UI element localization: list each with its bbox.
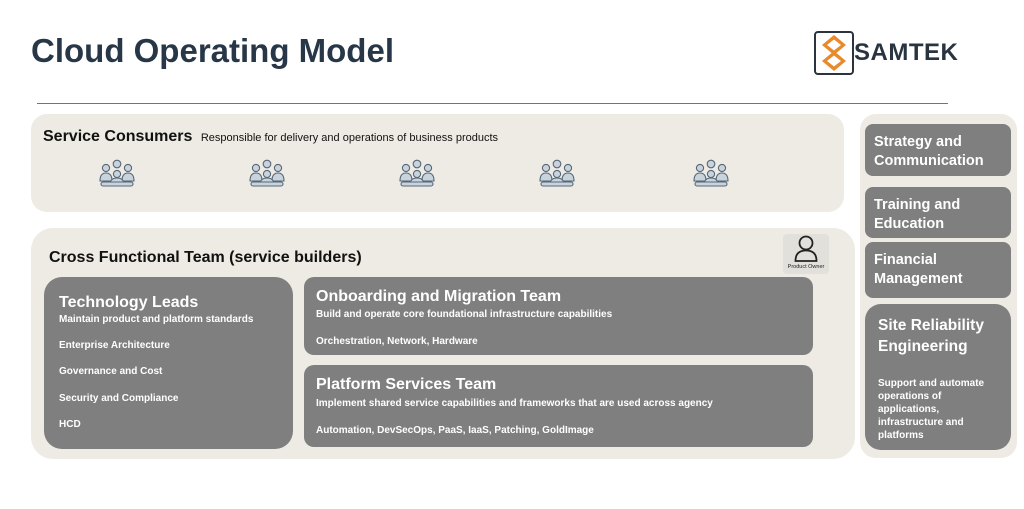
people-group-icon [398, 159, 436, 189]
cross-functional-team-title: Cross Functional Team (service builders) [49, 249, 362, 266]
brand-logo: SAMTEK [814, 31, 958, 77]
page-title: Cloud Operating Model [31, 32, 394, 69]
service-consumers-panel: Service Consumers Responsible for delive… [31, 114, 844, 212]
cross-functional-team-panel: Cross Functional Team (service builders)… [31, 228, 855, 459]
training-education-title: Training and Education [874, 197, 961, 232]
people-group-icon [98, 159, 136, 189]
people-group-icon [692, 159, 730, 189]
technology-leads-box: Technology Leads Maintain product and pl… [44, 277, 293, 449]
onboarding-team-subtitle: Build and operate core foundational infr… [316, 309, 613, 320]
strategy-communication-title: Strategy and Communication [874, 134, 984, 169]
strategy-communication-box: Strategy and Communication [865, 124, 1011, 176]
technology-leads-item: HCD [59, 419, 81, 430]
service-consumers-description: Responsible for delivery and operations … [200, 132, 499, 144]
title-divider [37, 103, 948, 104]
platform-services-team-box: Platform Services Team Implement shared … [304, 365, 813, 447]
people-group-icon [248, 159, 286, 189]
technology-leads-item: Governance and Cost [59, 366, 163, 377]
platform-team-skills: Automation, DevSecOps, PaaS, IaaS, Patch… [316, 425, 594, 436]
sre-description: Support and automate operations of appli… [878, 378, 985, 441]
people-group-icon [538, 159, 576, 189]
product-owner-badge: Product Owner [783, 234, 829, 274]
support-functions-panel: Strategy and Communication Training and … [860, 114, 1017, 458]
site-reliability-engineering-box: Site Reliability Engineering Support and… [865, 304, 1011, 450]
person-icon [794, 235, 818, 262]
onboarding-team-title: Onboarding and Migration Team [316, 288, 562, 305]
onboarding-team-skills: Orchestration, Network, Hardware [316, 336, 478, 347]
technology-leads-item: Enterprise Architecture [59, 340, 170, 351]
platform-team-subtitle: Implement shared service capabilities an… [316, 398, 713, 409]
financial-management-box: Financial Management [865, 242, 1011, 298]
product-owner-label: Product Owner [787, 264, 825, 270]
onboarding-migration-team-box: Onboarding and Migration Team Build and … [304, 277, 813, 355]
s-mark-icon [814, 31, 854, 75]
financial-management-title: Financial Management [874, 252, 963, 287]
service-consumers-heading: Service Consumers Responsible for delive… [43, 128, 498, 146]
brand-name: SAMTEK [854, 39, 959, 66]
technology-leads-item: Security and Compliance [59, 393, 179, 404]
sre-title: Site Reliability Engineering [878, 317, 984, 355]
platform-team-title: Platform Services Team [316, 376, 497, 393]
technology-leads-subtitle: Maintain product and platform standards [59, 314, 254, 325]
service-consumers-title: Service Consumers [43, 128, 193, 145]
technology-leads-title: Technology Leads [59, 294, 199, 311]
training-education-box: Training and Education [865, 187, 1011, 238]
